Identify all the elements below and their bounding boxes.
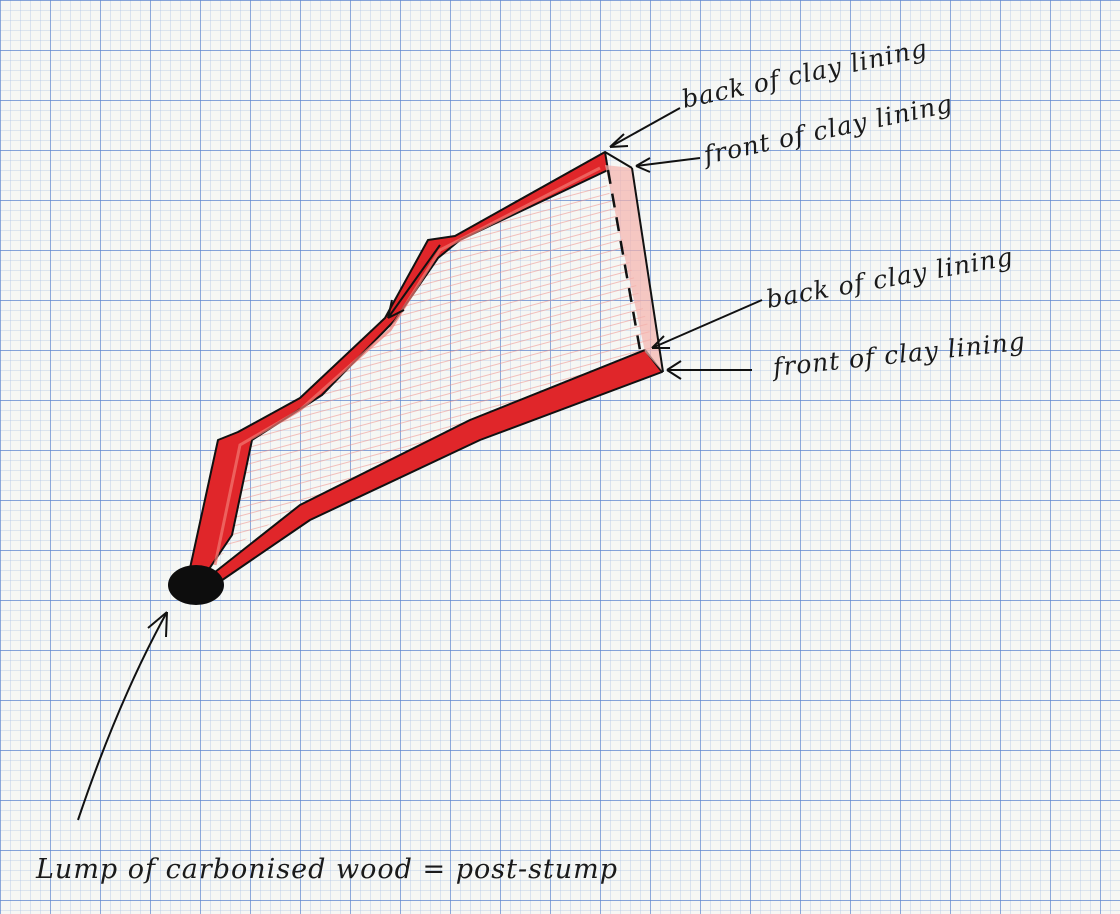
back-edge-dashed-line — [606, 169, 642, 351]
arrow-back-upper — [609, 107, 681, 148]
arrow-stump — [77, 611, 168, 821]
label-post-stump: Lump of carbonised wood = post-stump — [35, 854, 618, 885]
front-edge-line — [631, 167, 664, 373]
lining-end-face — [605, 165, 663, 372]
inner-arrow-icon — [387, 244, 441, 319]
lining-interior-shading — [205, 178, 655, 565]
arrow-back-lower — [651, 299, 763, 349]
arrow-front-lower — [666, 360, 752, 380]
lining-highlight — [213, 166, 601, 566]
post-stump-blob — [168, 565, 224, 605]
top-edge-line — [604, 151, 633, 169]
arrow-front-upper — [635, 157, 701, 173]
